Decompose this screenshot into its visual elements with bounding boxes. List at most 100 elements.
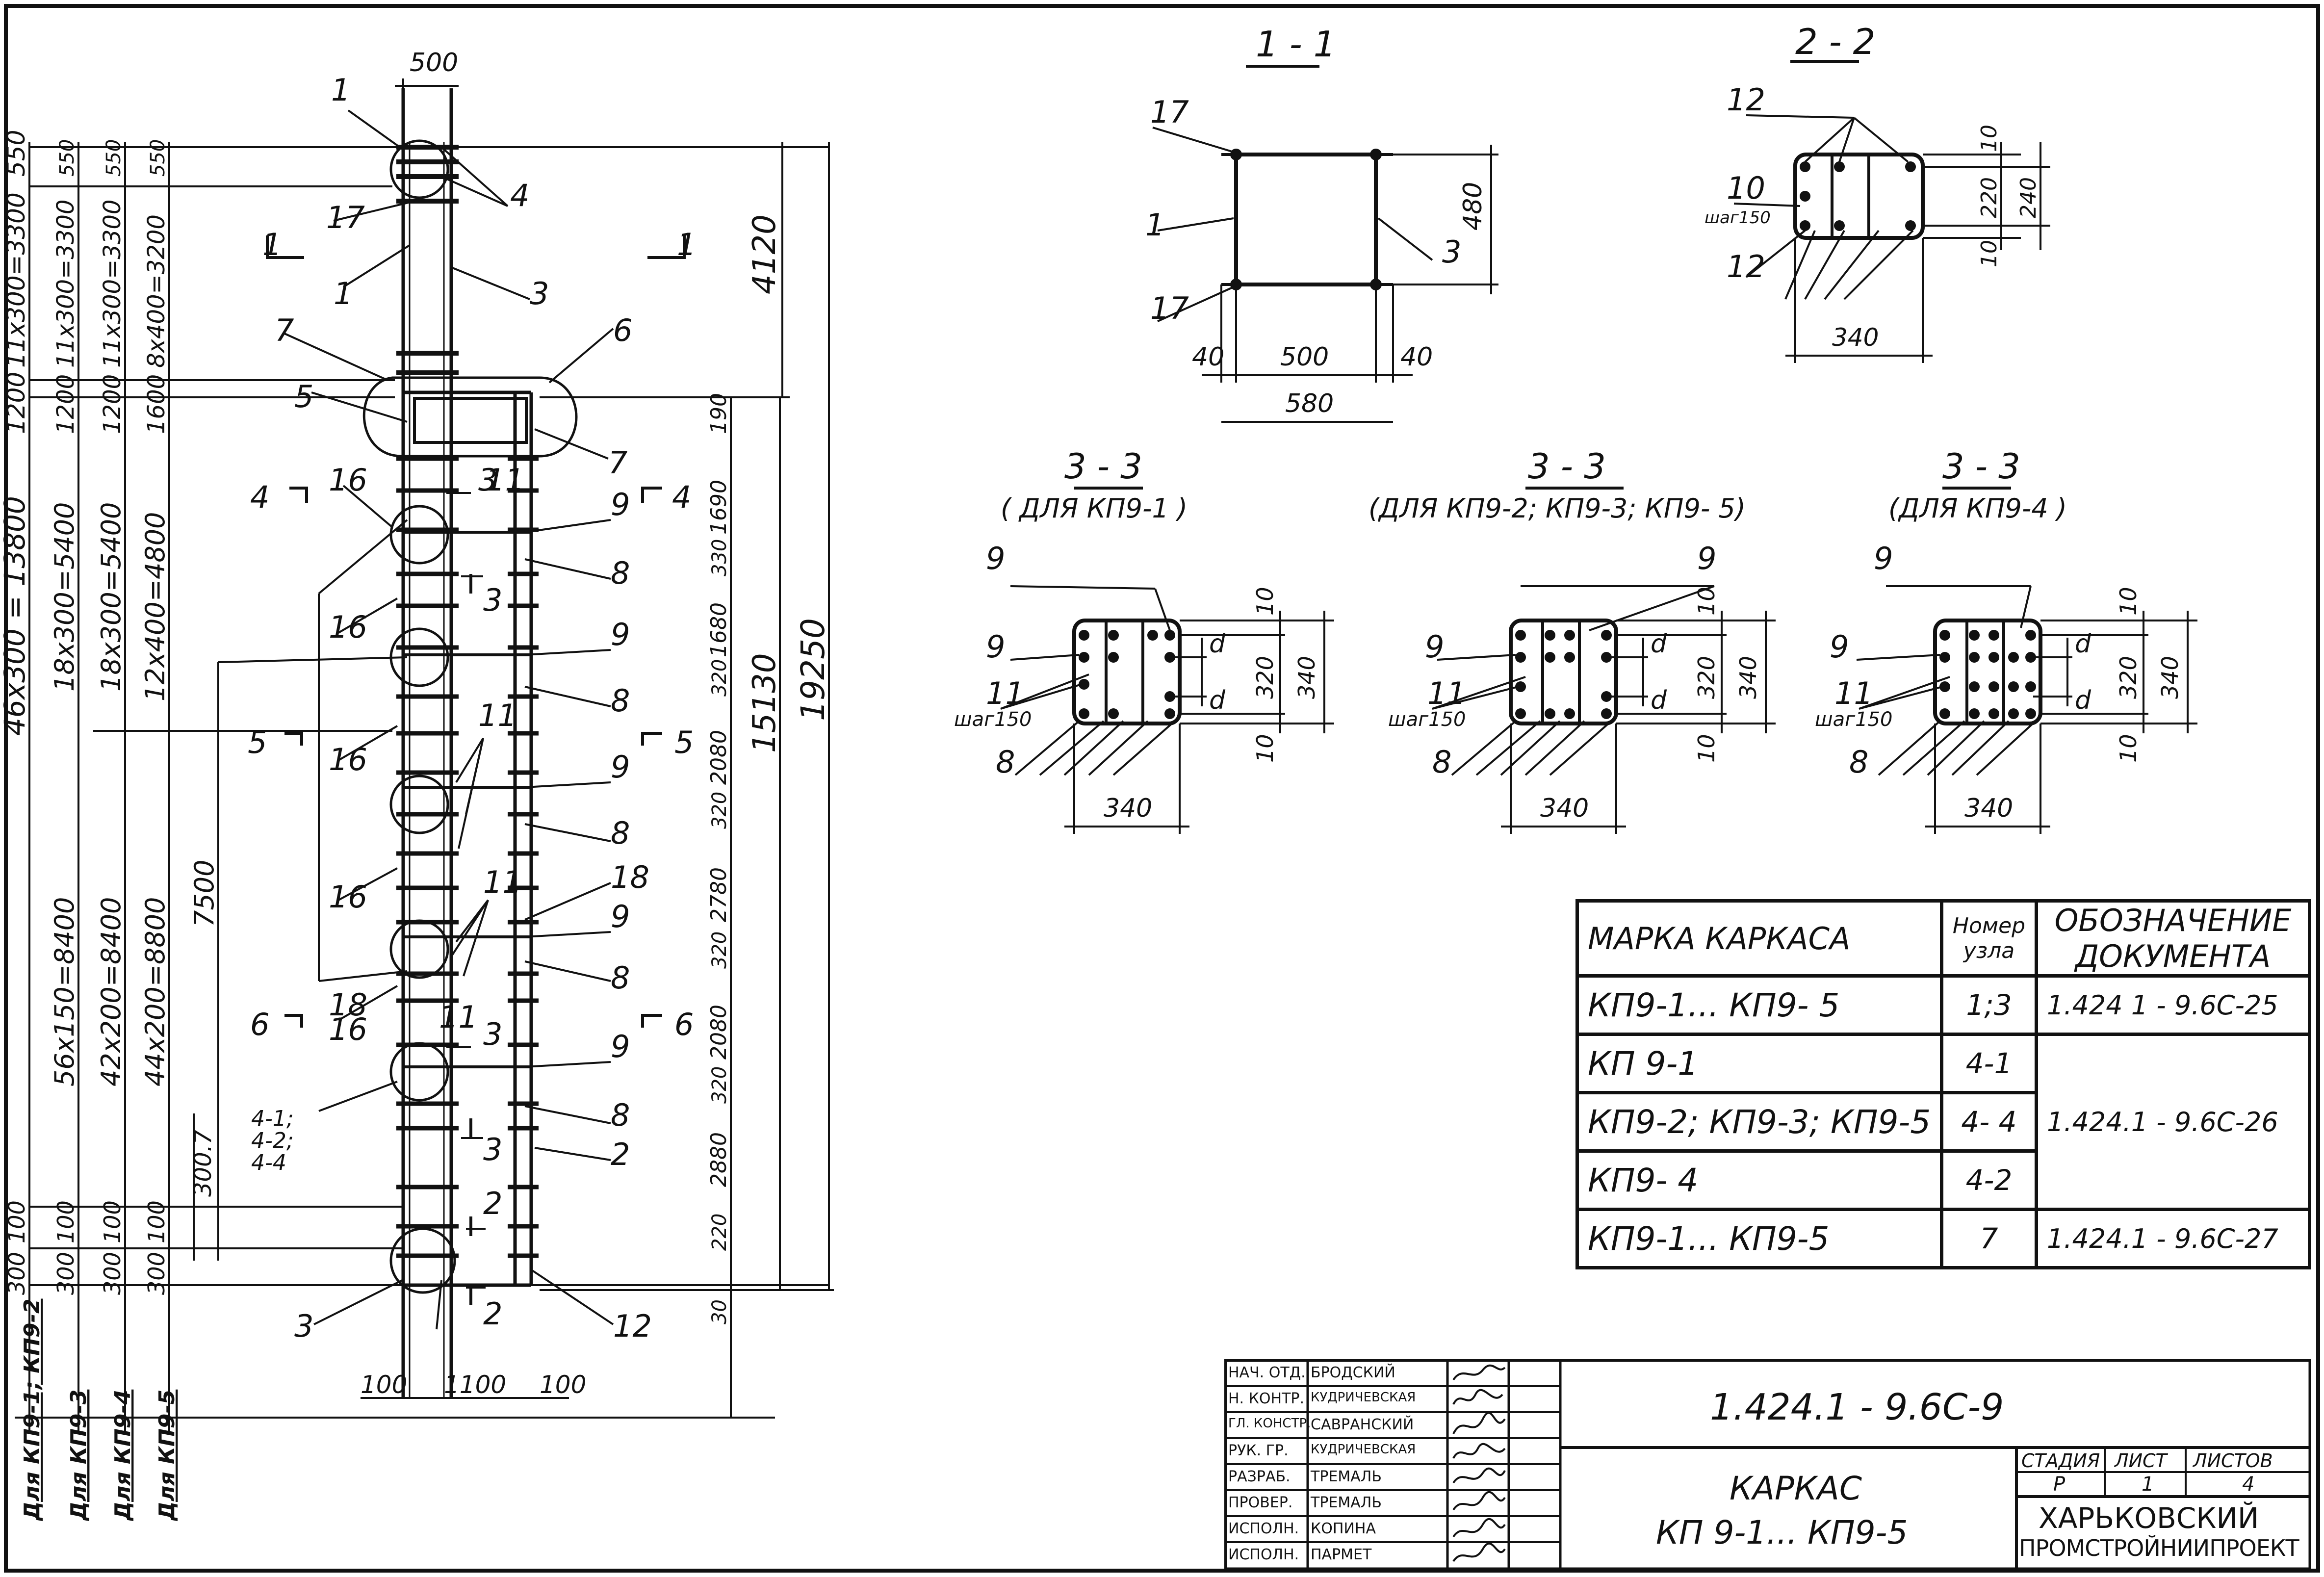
rdim-8: 320: [708, 931, 731, 969]
elev-dim-500: 500: [410, 48, 458, 78]
rdim-0: 190: [706, 393, 731, 434]
header-node-l2: узла: [1963, 938, 2015, 963]
c4-d3: 8х400=3200: [143, 214, 170, 368]
sheets-value: 4: [2242, 1473, 2255, 1496]
role-5: РАЗРАБ.: [1228, 1468, 1291, 1485]
name-4: КУДРИЧЕВСКАЯ: [1311, 1442, 1416, 1457]
col-label-2: Для КП9-3: [66, 1390, 91, 1522]
position-callout: 1: [262, 227, 282, 262]
v33a-dim-340h: 340: [1293, 656, 1320, 699]
row-5-node: 7: [1940, 1208, 2038, 1269]
title-block: НАЧ. ОТД. Н. КОНТР. ГЛ. КОНСТР. РУК. ГР.…: [1224, 1359, 2311, 1570]
position-callout: 3: [478, 462, 497, 498]
role-2: Н. КОНТР.: [1228, 1390, 1305, 1407]
row-1-node: 1;3: [1940, 974, 2038, 1036]
c1-d3: 550: [2, 130, 30, 177]
position-callout: 4: [510, 178, 529, 213]
position-callout: 9: [611, 487, 630, 522]
v33b-dim-340h: 340: [1735, 656, 1761, 699]
c3-d5: 100: [99, 1200, 126, 1243]
node-call-3: 4-4: [251, 1150, 286, 1175]
elev-dim-19250: 19250: [794, 618, 832, 721]
c3-d1: 18х300=5400: [96, 502, 127, 692]
row-2-4-doc: 1.424.1 - 9.6С-26: [2035, 1033, 2311, 1211]
position-callout: 11: [1834, 675, 1873, 711]
position-callout: 9: [1830, 629, 1849, 665]
elev-dim-3007: 300.7: [189, 1129, 217, 1197]
role-3: ГЛ. КОНСТР.: [1228, 1416, 1311, 1431]
position-callout: 1: [331, 72, 350, 108]
row-4-mark: КП9- 4: [1575, 1149, 1943, 1211]
drawing-labels: 1 - 1 2 - 2 3 - 3 ( ДЛЯ КП9-1 ) 3 - 3 (Д…: [0, 21, 2183, 1522]
rdim-4: 320: [708, 659, 731, 697]
c1-d0: 46х300 = 13800: [0, 496, 31, 736]
v33b-dim-340: 340: [1540, 794, 1589, 823]
name-2: КУДРИЧЕВСКАЯ: [1311, 1390, 1416, 1405]
section-3-3-c-sub: (ДЛЯ КП9-4 ): [1888, 493, 2067, 524]
position-callout: 1: [677, 227, 696, 262]
section-marks: [266, 235, 686, 1305]
position-callout: 6: [250, 1007, 269, 1042]
position-callout: 18: [611, 859, 649, 895]
v33c-dim-10-top: 10: [2115, 587, 2142, 616]
position-callout: 9: [1425, 629, 1444, 665]
row-1-doc: 1.424 1 - 9.6С-25: [2035, 974, 2311, 1036]
reference-table: МАРКА КАРКАСА Номер узла ОБОЗНАЧЕНИЕ ДОК…: [1575, 899, 2311, 1269]
c4-d6: 300: [143, 1252, 170, 1295]
position-callout: 12: [1727, 249, 1765, 284]
section-2-2-title: 2 - 2: [1795, 21, 1875, 62]
rdim-6: 320: [708, 792, 731, 829]
position-callout: 11: [478, 698, 517, 733]
elev-dim-4120: 4120: [747, 214, 783, 294]
v33c-d-top: d: [2075, 629, 2092, 659]
position-callout: 11: [483, 864, 522, 900]
position-callout: 6: [674, 1007, 694, 1042]
table-header-row: МАРКА КАРКАСА Номер узла ОБОЗНАЧЕНИЕ ДОК…: [1575, 899, 2311, 978]
table-row: КП9-2; КП9-3; КП9-5 4- 4: [1575, 1091, 2310, 1153]
v33b-dim-10-top: 10: [1693, 587, 1720, 616]
name-8: ПАРМЕТ: [1311, 1546, 1372, 1563]
signatures-graphic: [1452, 1364, 1506, 1562]
sheet-frame: [4, 4, 2320, 1573]
rdim-3: 1680: [706, 602, 731, 657]
position-callout: 9: [611, 1029, 630, 1064]
position-callout: 12: [613, 1308, 652, 1344]
elev-dim-7500: 7500: [189, 860, 220, 927]
role-6: ПРОВЕР.: [1228, 1494, 1293, 1511]
name-7: КОПИНА: [1311, 1520, 1376, 1537]
position-callout: 11: [986, 675, 1025, 711]
v33c-dim-10-bot: 10: [2115, 734, 2142, 763]
node-circles: [362, 139, 578, 1294]
col-label-4: Для КП9-5: [155, 1390, 180, 1522]
c1-d2: 11х300=3300: [2, 192, 30, 368]
position-callout: 16: [329, 742, 367, 777]
v11-dim-40-right: 40: [1400, 342, 1433, 372]
section-1-1-title: 1 - 1: [1256, 24, 1336, 65]
position-callout: 11: [486, 462, 524, 498]
table-row: КП9- 4 4-2: [1575, 1149, 2310, 1211]
c3-d6: 300: [99, 1252, 126, 1295]
position-callout: 2: [483, 1186, 502, 1221]
name-1: БРОДСКИЙ: [1311, 1364, 1395, 1381]
position-callout: 17: [326, 200, 365, 235]
rdim-5: 2080: [706, 730, 731, 785]
elev-dim-100-right: 100: [540, 1370, 586, 1399]
v33b-d-bot: d: [1651, 686, 1667, 715]
v33a-dim-320: 320: [1252, 656, 1278, 699]
v33b-dim-10-bot: 10: [1693, 734, 1720, 763]
rdim-12: 220: [708, 1214, 731, 1251]
v33b-step: шаг150: [1388, 708, 1466, 731]
c2-d1: 18х300=5400: [49, 502, 80, 692]
v22-dim-10b: 10: [1977, 240, 2002, 267]
header-node: Номер узла: [1940, 899, 2038, 978]
position-callout: 8: [611, 960, 630, 996]
position-callout: 9: [986, 541, 1005, 576]
position-callout: 16: [329, 462, 367, 498]
position-callout: 4: [250, 479, 269, 515]
position-callout: 3: [1442, 234, 1461, 270]
row-1-mark: КП9-1... КП9- 5: [1575, 974, 1943, 1036]
v33c-dim-340h: 340: [2157, 656, 2183, 699]
rdim-1: 1690: [706, 480, 731, 535]
elev-dim-100-left: 100: [361, 1370, 407, 1399]
rdim-10: 320: [708, 1066, 731, 1104]
